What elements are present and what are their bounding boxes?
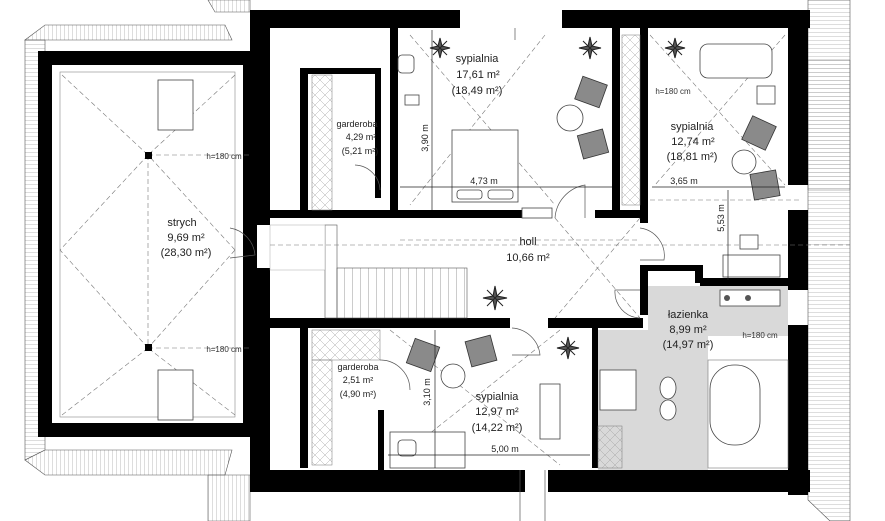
dimension-lines xyxy=(388,30,785,468)
holl-name: holl xyxy=(519,236,536,248)
label-strych: strych 9,69 m² (28,30 m²) xyxy=(161,217,212,259)
exterior-walls xyxy=(250,10,810,495)
doors xyxy=(229,28,665,521)
sypialnia-right-area: 12,74 m² xyxy=(671,136,715,148)
dim-473: 4,73 m xyxy=(470,176,498,186)
strych-area: 9,69 m² xyxy=(167,232,205,244)
dim-553: 5,53 m xyxy=(716,204,726,232)
height-label-4: h=180 cm xyxy=(742,331,778,340)
strych-name: strych xyxy=(167,217,196,229)
lazienka-total: (14,97 m²) xyxy=(663,339,714,351)
label-sypialnia-top: sypialnia 17,61 m² (18,49 m²) xyxy=(452,53,503,97)
sypialnia-right-total: (18,81 m²) xyxy=(667,151,718,163)
height-label-2: h=180 cm xyxy=(206,345,242,354)
sypialnia-top-total: (18,49 m²) xyxy=(452,85,503,97)
garderoba-top-name: garderoba xyxy=(336,119,377,129)
garderoba-bottom-name: garderoba xyxy=(337,362,378,372)
sypialnia-bottom-total: (14,22 m²) xyxy=(472,422,523,434)
garderoba-bottom-area: 2,51 m² xyxy=(343,375,374,385)
sypialnia-bottom-area: 12,97 m² xyxy=(475,406,519,418)
holl-area: 10,66 m² xyxy=(506,252,550,264)
lazienka-name: łazienka xyxy=(668,309,709,321)
dim-390: 3,90 m xyxy=(420,124,430,152)
dim-500: 5,00 m xyxy=(491,444,519,454)
label-lazienka: łazienka 8,99 m² (14,97 m²) xyxy=(663,309,714,351)
sypialnia-top-name: sypialnia xyxy=(456,53,500,65)
dim-365: 3,65 m xyxy=(670,176,698,186)
label-garderoba-bottom: garderoba 2,51 m² (4,90 m²) xyxy=(337,362,378,399)
bathroom-tiles xyxy=(598,286,789,470)
dim-310: 3,10 m xyxy=(422,378,432,406)
garderoba-top-area: 4,29 m² xyxy=(346,132,377,142)
roof-eaves xyxy=(24,0,851,521)
lazienka-area: 8,99 m² xyxy=(669,324,707,336)
sypialnia-bottom-name: sypialnia xyxy=(476,391,520,403)
label-sypialnia-right: sypialnia 12,74 m² (18,81 m²) xyxy=(667,121,718,163)
garderoba-top-total: (5,21 m²) xyxy=(342,146,379,156)
height-label-3: h=180 cm xyxy=(655,87,691,96)
plants xyxy=(429,36,686,360)
height-label-1: h=180 cm xyxy=(206,152,242,161)
sypialnia-right-name: sypialnia xyxy=(671,121,715,133)
strych-total: (28,30 m²) xyxy=(161,247,212,259)
wardrobe-units xyxy=(311,34,641,469)
dimension-labels: 4,73 m 3,90 m 3,65 m 5,53 m 3,10 m 5,00 … xyxy=(420,124,726,454)
sypialnia-top-area: 17,61 m² xyxy=(456,69,500,81)
garderoba-bottom-total: (4,90 m²) xyxy=(340,389,377,399)
staircase xyxy=(269,224,468,319)
interior-walls xyxy=(270,28,790,470)
furniture xyxy=(389,43,781,469)
height-labels: h=180 cm h=180 cm h=180 cm h=180 cm xyxy=(206,87,778,354)
attic-area xyxy=(38,51,257,437)
label-holl: holl 10,66 m² xyxy=(506,236,550,264)
label-sypialnia-bottom: sypialnia 12,97 m² (14,22 m²) xyxy=(472,391,523,434)
label-garderoba-top: garderoba 4,29 m² (5,21 m²) xyxy=(336,119,378,156)
